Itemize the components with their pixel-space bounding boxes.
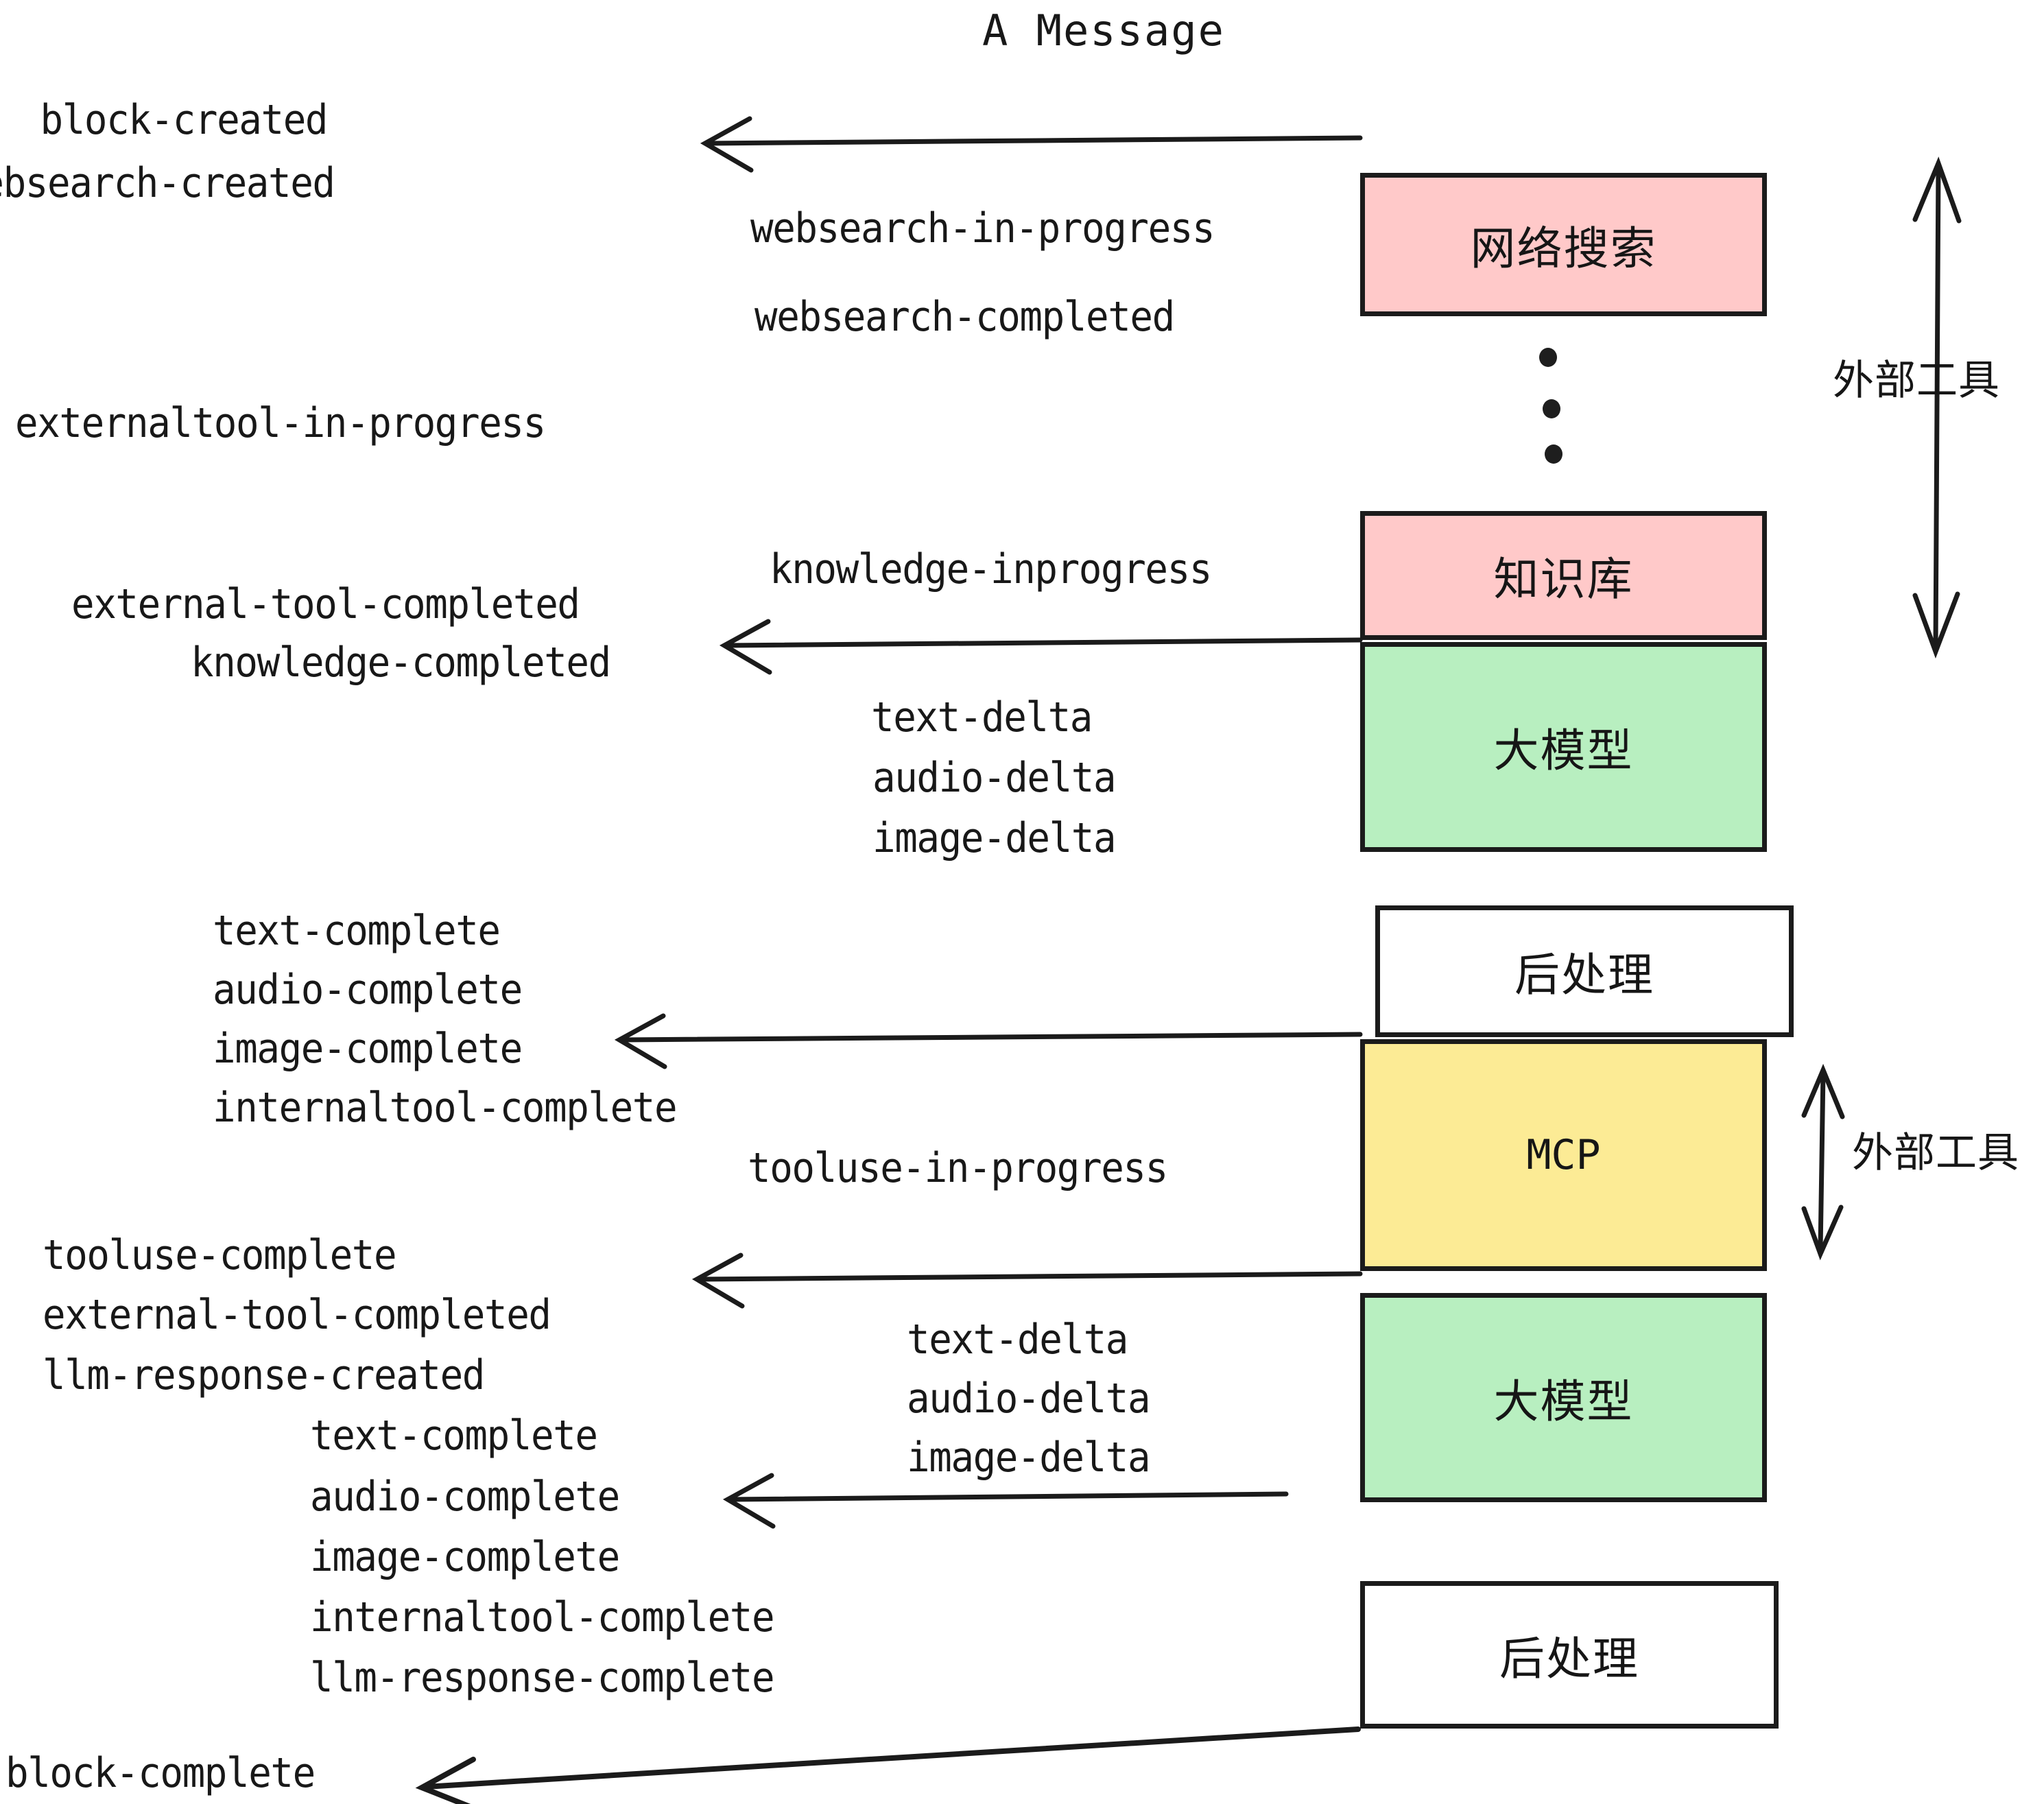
- side-label-external-tools-lower: 外部工具: [1852, 1129, 2019, 1177]
- arrow-external-tools-lower: [1801, 1063, 1845, 1261]
- event-text-delta-1: text-delta: [871, 693, 1093, 741]
- box-llm-top[interactable]: 大模型: [1360, 642, 1767, 852]
- box-mcp-label: MCP: [1526, 1131, 1601, 1179]
- ellipsis-dot-3: [1545, 444, 1562, 464]
- ellipsis-dot-1: [1539, 348, 1557, 367]
- event-audio-delta-1: audio-delta: [872, 754, 1117, 802]
- arrow-external-tools-upper: [1912, 156, 1962, 659]
- box-postprocess-bottom-label: 后处理: [1499, 1632, 1639, 1685]
- event-audio-complete-2: audio-complete: [310, 1473, 620, 1521]
- event-external-tool-completed-2: external-tool-completed: [43, 1291, 551, 1339]
- arrow-postprocess-to-image-complete: [614, 1013, 1363, 1069]
- event-llm-response-complete: llm-response-complete: [310, 1654, 775, 1702]
- event-audio-complete-1: audio-complete: [213, 966, 523, 1014]
- box-llm-bottom[interactable]: 大模型: [1360, 1293, 1767, 1502]
- arrow-llm-to-audio-complete: [722, 1473, 1289, 1529]
- box-postprocess-bottom[interactable]: 后处理: [1360, 1581, 1779, 1729]
- event-block-complete: block-complete: [5, 1749, 316, 1797]
- diagram-title: A Message: [982, 5, 1225, 56]
- box-knowledge[interactable]: 知识库: [1360, 511, 1767, 640]
- box-knowledge-label: 知识库: [1493, 553, 1634, 606]
- arrow-websearch-to-created: [700, 116, 1363, 173]
- event-text-delta-2: text-delta: [907, 1316, 1128, 1364]
- event-audio-delta-2: audio-delta: [907, 1375, 1151, 1423]
- side-label-external-tools-upper: 外部工具: [1833, 357, 2000, 405]
- event-websearch-completed: websearch-completed: [754, 293, 1175, 341]
- event-image-delta-2: image-delta: [907, 1434, 1151, 1482]
- event-block-created: block-created: [40, 96, 329, 144]
- event-text-complete-2: text-complete: [310, 1412, 598, 1460]
- event-llm-response-created: llm-response-created: [43, 1351, 485, 1399]
- event-internaltool-complete-1: internaltool-complete: [213, 1084, 678, 1132]
- event-internaltool-complete-2: internaltool-complete: [310, 1593, 775, 1641]
- event-tooluse-in-progress: tooluse-in-progress: [748, 1144, 1168, 1192]
- event-knowledge-inprogress: knowledge-inprogress: [770, 545, 1212, 593]
- event-image-complete-2: image-complete: [310, 1533, 620, 1581]
- box-websearch[interactable]: 网络搜索: [1360, 173, 1767, 316]
- arrow-mcp-to-tooluse-complete: [691, 1253, 1363, 1309]
- event-external-tool-completed-1: external-tool-completed: [71, 580, 580, 628]
- box-postprocess-top-label: 后处理: [1514, 949, 1654, 1001]
- event-image-delta-1: image-delta: [872, 814, 1117, 862]
- event-externaltool-in-progress: externaltool-in-progress: [15, 399, 546, 447]
- event-text-complete-1: text-complete: [213, 907, 501, 955]
- box-postprocess-top[interactable]: 后处理: [1375, 905, 1794, 1037]
- event-websearch-created: websearch-created: [0, 159, 335, 207]
- event-knowledge-completed: knowledge-completed: [191, 639, 611, 687]
- arrow-postprocess-to-block-complete: [415, 1726, 1361, 1804]
- box-mcp[interactable]: MCP: [1360, 1039, 1767, 1271]
- event-image-complete-1: image-complete: [213, 1025, 523, 1073]
- event-websearch-in-progress: websearch-in-progress: [750, 204, 1215, 252]
- box-llm-bottom-label: 大模型: [1493, 1375, 1634, 1428]
- ellipsis-dot-2: [1543, 399, 1560, 418]
- event-tooluse-complete: tooluse-complete: [43, 1231, 397, 1279]
- arrow-knowledge-to-completed: [719, 619, 1363, 675]
- box-websearch-label: 网络搜索: [1470, 222, 1657, 275]
- box-llm-top-label: 大模型: [1493, 724, 1634, 777]
